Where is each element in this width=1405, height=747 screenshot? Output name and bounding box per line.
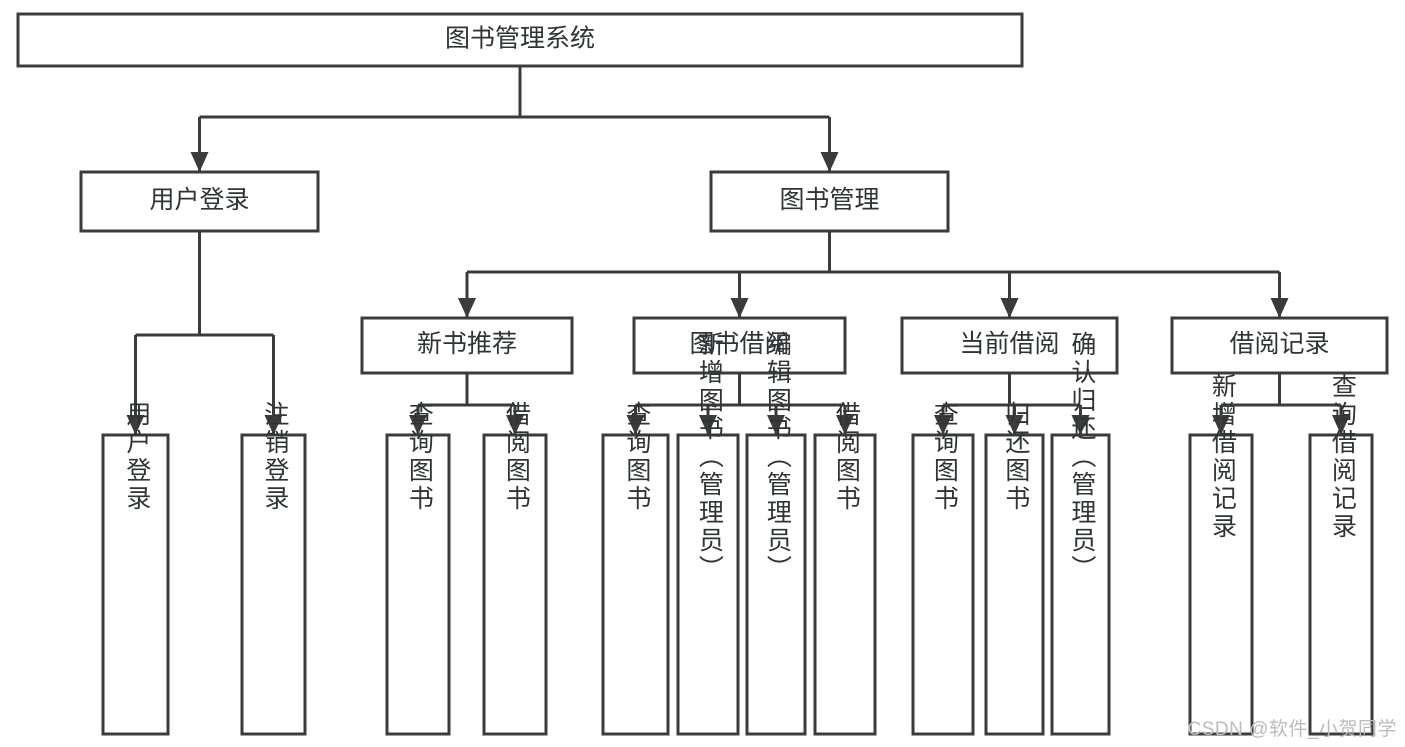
arrow-leaf-borrow-book-1 — [506, 415, 524, 435]
node-book-manage[interactable]: 图书管理 — [709, 170, 950, 233]
arrow-leaf-borrow-book-2 — [836, 415, 854, 435]
node-leaf-borrow-book-1-label: 借阅图书 — [502, 401, 531, 513]
arrow-leaf-query-book-1 — [409, 415, 427, 435]
node-leaf-user-login-label: 用户登录 — [123, 401, 152, 513]
node-leaf-edit-book[interactable]: 编辑图书（管理员） — [745, 331, 807, 736]
arrow-leaf-edit-book — [767, 415, 785, 435]
node-borrow-record-box[interactable] — [1170, 316, 1389, 375]
node-root-box[interactable] — [16, 12, 1024, 68]
node-leaf-return-book[interactable]: 归还图书 — [984, 401, 1045, 736]
node-leaf-confirm-return-label: 确认归还（管理员） — [1068, 331, 1097, 583]
arrow-new-book-rec — [458, 298, 476, 318]
node-leaf-query-book-2[interactable]: 查询图书 — [601, 401, 670, 736]
node-new-book-rec-box[interactable] — [360, 316, 574, 375]
node-leaf-logout[interactable]: 注销登录 — [240, 401, 307, 736]
node-new-book-rec[interactable]: 新书推荐 — [360, 316, 574, 375]
node-leaf-borrow-book-1-box[interactable] — [482, 433, 548, 736]
node-current-borrow-box[interactable] — [900, 316, 1119, 375]
arrow-borrow-record — [1270, 298, 1289, 318]
arrow-leaf-logout — [264, 415, 283, 435]
connectors-layer — [126, 66, 1350, 435]
node-leaf-add-book-box[interactable] — [676, 433, 740, 736]
node-book-borrow[interactable]: 图书借阅 — [632, 316, 847, 375]
nodes-layer: 图书管理系统用户登录图书管理新书推荐图书借阅当前借阅借阅记录用户登录注销登录查询… — [16, 12, 1389, 736]
node-leaf-add-record[interactable]: 新增借阅记录 — [1188, 373, 1254, 736]
node-leaf-query-record-label: 查询借阅记录 — [1328, 373, 1357, 541]
node-leaf-borrow-book-2[interactable]: 借阅图书 — [813, 401, 877, 736]
arrow-book-manage — [820, 152, 839, 172]
node-borrow-record[interactable]: 借阅记录 — [1170, 316, 1389, 375]
node-user-login[interactable]: 用户登录 — [79, 170, 320, 233]
node-user-login-box[interactable] — [79, 170, 320, 233]
node-current-borrow-label: 当前借阅 — [959, 330, 1059, 358]
node-leaf-borrow-book-1[interactable]: 借阅图书 — [482, 401, 548, 736]
node-user-login-label: 用户登录 — [149, 186, 249, 214]
node-leaf-edit-book-label: 编辑图书（管理员） — [763, 331, 792, 583]
csdn-watermark: CSDN @软件_小贺同学 — [1187, 719, 1397, 740]
node-leaf-query-book-1-box[interactable] — [385, 433, 451, 736]
node-leaf-query-book-3-box[interactable] — [911, 433, 975, 736]
node-leaf-query-book-2-label: 查询图书 — [623, 401, 652, 513]
arrow-leaf-add-record — [1212, 415, 1230, 435]
node-leaf-query-book-2-box[interactable] — [601, 433, 670, 736]
node-leaf-add-record-box[interactable] — [1188, 433, 1254, 736]
node-leaf-query-book-1[interactable]: 查询图书 — [385, 401, 451, 736]
node-leaf-logout-label: 注销登录 — [261, 401, 290, 513]
arrow-leaf-query-record — [1332, 415, 1350, 435]
node-current-borrow[interactable]: 当前借阅 — [900, 316, 1119, 375]
node-root-label: 图书管理系统 — [445, 25, 595, 53]
node-leaf-confirm-return-box[interactable] — [1050, 433, 1111, 736]
node-leaf-borrow-book-2-box[interactable] — [813, 433, 877, 736]
node-book-borrow-label: 图书借阅 — [689, 330, 789, 358]
node-leaf-confirm-return[interactable]: 确认归还（管理员） — [1050, 331, 1111, 736]
arrow-book-borrow — [730, 298, 749, 318]
node-leaf-logout-box[interactable] — [240, 433, 307, 736]
arrow-leaf-add-book — [699, 415, 717, 435]
arrow-current-borrow — [1000, 298, 1019, 318]
arrow-leaf-user-login — [126, 415, 145, 435]
node-leaf-add-book-label: 新增图书（管理员） — [695, 331, 724, 583]
node-leaf-query-book-1-label: 查询图书 — [405, 401, 434, 513]
node-borrow-record-label: 借阅记录 — [1229, 330, 1329, 358]
arrow-leaf-query-book-3 — [934, 415, 952, 435]
arrow-user-login — [190, 152, 209, 172]
node-new-book-rec-label: 新书推荐 — [417, 330, 517, 358]
node-leaf-query-record-box[interactable] — [1308, 433, 1374, 736]
arrow-leaf-query-book-2 — [626, 415, 645, 435]
node-leaf-return-book-box[interactable] — [984, 433, 1045, 736]
node-leaf-query-record[interactable]: 查询借阅记录 — [1308, 373, 1374, 736]
node-book-borrow-box[interactable] — [632, 316, 847, 375]
node-leaf-return-book-label: 归还图书 — [1002, 401, 1031, 513]
node-leaf-query-book-3-label: 查询图书 — [930, 401, 959, 513]
node-leaf-user-login[interactable]: 用户登录 — [101, 401, 170, 736]
node-root[interactable]: 图书管理系统 — [16, 12, 1024, 68]
arrow-leaf-return-book — [1005, 415, 1024, 435]
node-leaf-add-book[interactable]: 新增图书（管理员） — [676, 331, 740, 736]
node-leaf-edit-book-box[interactable] — [745, 433, 807, 736]
node-leaf-add-record-label: 新增借阅记录 — [1208, 373, 1237, 541]
node-leaf-query-book-3[interactable]: 查询图书 — [911, 401, 975, 736]
node-book-manage-label: 图书管理 — [779, 186, 879, 214]
node-leaf-user-login-box[interactable] — [101, 433, 170, 736]
arrow-leaf-confirm-return — [1071, 415, 1090, 435]
node-book-manage-box[interactable] — [709, 170, 950, 233]
node-leaf-borrow-book-2-label: 借阅图书 — [832, 401, 861, 513]
